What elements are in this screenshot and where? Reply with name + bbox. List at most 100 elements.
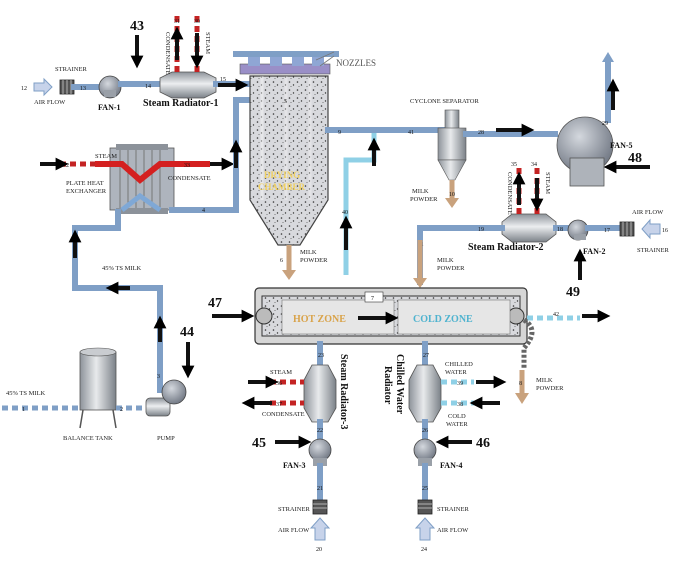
powder-label-10: POWDER xyxy=(410,196,438,203)
phe-label-2: EXCHANGER xyxy=(66,188,107,195)
nozzles-label: NOZZLES xyxy=(336,58,376,68)
strainer-label-3: STRAINER xyxy=(278,506,310,513)
stream-24-label: 24 xyxy=(421,547,427,553)
strainer-2: STRAINER xyxy=(619,221,669,254)
stream-23-label: 23 xyxy=(318,353,324,359)
steam-label-phe: STEAM xyxy=(95,153,117,160)
stream-26-label: 26 xyxy=(422,428,428,434)
powder-label-11: POWDER xyxy=(437,265,465,272)
balance-tank-label: BALANCE TANK xyxy=(63,435,113,442)
stream-21-label: 21 xyxy=(317,486,323,492)
stream-30-label: 30 xyxy=(194,19,200,25)
fan-5-label: FAN-5 xyxy=(610,141,633,150)
callout-48: 48 xyxy=(628,151,642,166)
stream-40-label: 40 xyxy=(342,210,348,216)
ts-milk-label-inlet: 45% TS MILK xyxy=(6,390,46,397)
stream-5-label: 5 xyxy=(284,99,287,105)
stream-39-label: 39 xyxy=(457,381,463,387)
strainer-label-2: STRAINER xyxy=(637,247,669,254)
milk-flow-phe xyxy=(120,192,162,213)
stream-38-label: 38 xyxy=(457,402,463,408)
product-chute xyxy=(521,317,535,368)
stream-33-label: 33 xyxy=(184,163,190,169)
stream-18-label: 18 xyxy=(557,227,563,233)
stream-17-label: 17 xyxy=(604,228,610,234)
pump: PUMP xyxy=(145,379,187,442)
pipe-4 xyxy=(169,97,253,213)
condensate-label-2: CONDENSATE xyxy=(506,172,513,215)
powder-label-6: POWDER xyxy=(300,257,328,264)
stream-36-label: 36 xyxy=(276,381,282,387)
pipe-19-11 xyxy=(417,225,505,285)
stream-42-label: 42 xyxy=(553,312,559,318)
air-flow-label-4: AIR FLOW xyxy=(437,527,469,534)
chilled-radiator-label-2: Radiator xyxy=(382,366,393,405)
stream-31-label: 31 xyxy=(174,19,180,25)
steam-radiator-3: 36 37 STEAM CONDENSATE Steam Radiator-3 xyxy=(241,354,349,429)
stream-28-label: 28 xyxy=(478,130,484,136)
milk-label-10: MILK xyxy=(412,188,429,195)
pump-label: PUMP xyxy=(157,435,175,442)
condensate-label-phe: CONDENSATE xyxy=(168,175,211,182)
air-inlet-1: 12 AIR FLOW xyxy=(21,77,66,106)
cold-zone-label: COLD ZONE xyxy=(413,314,473,325)
steam-radiator-3-label: Steam Radiator-3 xyxy=(338,354,349,429)
ts-milk-label-top: 45% TS MILK xyxy=(102,265,142,272)
milk-label-11: MILK xyxy=(437,257,454,264)
drying-chamber-label-1: DRYING xyxy=(264,170,300,180)
chilled-label-2: WATER xyxy=(445,369,467,376)
stream-20-label: 20 xyxy=(316,547,322,553)
stream-1-label: 1 xyxy=(22,407,25,413)
steam-label-1: STEAM xyxy=(204,32,211,54)
steam-radiator-2: 35 34 CONDENSATE STEAM Steam Radiator-2 xyxy=(468,162,557,253)
strainer-label-4: STRAINER xyxy=(437,506,469,513)
stream-7-label: 7 xyxy=(371,296,374,302)
fan-1: FAN-1 xyxy=(98,75,122,112)
stream-10-label: 10 xyxy=(449,192,455,198)
stream-4-label: 4 xyxy=(202,208,205,214)
stream-25-label: 25 xyxy=(422,486,428,492)
cold-label-1: COLD xyxy=(448,413,466,420)
drying-chamber: DRYING CHAMBER 5 xyxy=(233,51,339,246)
steam-radiator-2-label: Steam Radiator-2 xyxy=(468,242,543,253)
balance-tank: BALANCE TANK xyxy=(63,347,117,442)
strainer-label-1: STRAINER xyxy=(55,66,87,73)
milk-label-8: MILK xyxy=(536,377,553,384)
stream-41-label: 41 xyxy=(408,130,414,136)
callout-45: 45 xyxy=(252,436,266,451)
air-flow-label-1: AIR FLOW xyxy=(34,99,66,106)
pipe-40 xyxy=(343,133,377,275)
drying-chamber-label-2: CHAMBER xyxy=(258,182,306,192)
fan-3-label: FAN-3 xyxy=(283,461,306,470)
fan-2-label: FAN-2 xyxy=(583,247,606,256)
fan-4-label: FAN-4 xyxy=(440,461,463,470)
plate-heat-exchanger: 32 33 STEAM CONDENSATE PLATE HEAT EXCHAN… xyxy=(63,144,211,214)
fan-1-label: FAN-1 xyxy=(98,103,121,112)
cold-label-2: WATER xyxy=(446,421,468,428)
callout-46: 46 xyxy=(476,436,490,451)
stream-14-label: 14 xyxy=(145,84,151,90)
stream-22-label: 22 xyxy=(317,428,323,434)
belt-conveyor: HOT ZONE COLD ZONE 7 xyxy=(254,287,528,345)
air-flow-label-2: AIR FLOW xyxy=(632,209,664,216)
stream-35-label: 35 xyxy=(511,162,517,168)
stream-34-label: 34 xyxy=(531,162,537,168)
stream-29-label: 29 xyxy=(602,121,608,127)
steam-radiator-1-label: Steam Radiator-1 xyxy=(143,98,218,109)
milk-label-6: MILK xyxy=(300,249,317,256)
strainer-3: STRAINER xyxy=(278,499,328,515)
stream-8-label: 8 xyxy=(519,381,522,387)
stream-19-label: 19 xyxy=(478,227,484,233)
steam-label-3: STEAM xyxy=(270,369,292,376)
air-flow-label-3: AIR FLOW xyxy=(278,527,310,534)
chilled-radiator-label-1: Chilled Water xyxy=(394,354,405,415)
fan-4: FAN-4 xyxy=(413,438,463,470)
callout-47: 47 xyxy=(208,296,222,311)
condensate-label-3: CONDENSATE xyxy=(262,411,305,418)
callout-44: 44 xyxy=(180,325,194,340)
stream-37-label: 37 xyxy=(276,402,282,408)
steam-label-2: STEAM xyxy=(544,172,551,194)
callout-49: 49 xyxy=(566,285,580,300)
cyclone-separator: CYCLONE SEPARATOR xyxy=(410,98,479,181)
